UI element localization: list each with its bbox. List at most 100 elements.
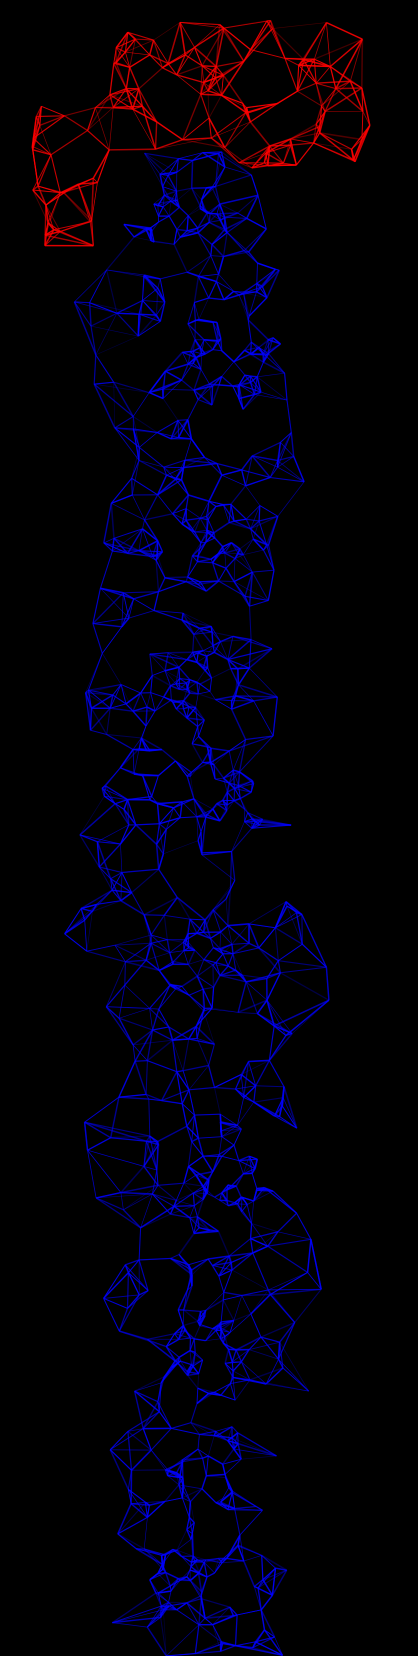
blue-cluster-edge xyxy=(186,653,194,661)
red-cluster-edge xyxy=(63,192,93,221)
blue-cluster-edge xyxy=(186,717,205,721)
blue-cluster-edge xyxy=(111,494,133,504)
blue-cluster-edge xyxy=(220,216,225,221)
red-cluster-edge xyxy=(361,87,371,126)
blue-cluster-edge xyxy=(138,300,143,315)
blue-cluster-edge xyxy=(277,442,281,468)
blue-cluster-edge xyxy=(230,1383,236,1401)
blue-cluster-edge xyxy=(278,960,327,968)
red-cluster-edge xyxy=(284,57,299,66)
red-cluster-edge xyxy=(313,142,352,150)
blue-cluster-edge xyxy=(195,1642,223,1655)
blue-cluster-edge xyxy=(162,175,169,187)
blue-cluster-edge xyxy=(223,1291,242,1297)
blue-cluster-edge xyxy=(255,1085,285,1088)
blue-cluster-edge xyxy=(138,460,164,468)
blue-cluster-edge xyxy=(206,212,210,223)
blue-cluster-edge xyxy=(133,591,159,600)
blue-cluster-edge xyxy=(173,236,181,245)
blue-cluster-edge xyxy=(165,1571,179,1580)
blue-cluster-edge xyxy=(218,274,234,292)
blue-cluster-edges xyxy=(64,151,330,1656)
blue-cluster-edge xyxy=(255,1060,270,1087)
blue-cluster-edge xyxy=(237,1101,255,1126)
blue-cluster-edge xyxy=(195,1007,213,1027)
blue-cluster-edge xyxy=(233,581,246,597)
blue-cluster-edge xyxy=(176,1200,195,1207)
blue-cluster-edge xyxy=(196,816,199,841)
blue-cluster-edge xyxy=(203,959,217,964)
blue-cluster-edge xyxy=(251,1223,279,1233)
blue-cluster-edge xyxy=(206,1473,226,1477)
blue-cluster-edge xyxy=(228,769,234,784)
blue-cluster-edge xyxy=(197,212,208,229)
red-cluster-edge xyxy=(36,106,42,117)
blue-cluster-edge xyxy=(250,1313,262,1338)
blue-cluster-edge xyxy=(123,223,135,238)
blue-cluster-edge xyxy=(178,1349,191,1358)
blue-cluster-edge xyxy=(260,1594,273,1611)
blue-cluster-edge xyxy=(103,1264,126,1299)
blue-cluster-edge xyxy=(265,1367,284,1385)
blue-cluster-edge xyxy=(168,206,180,217)
blue-cluster-edge xyxy=(237,1442,277,1457)
blue-cluster-edge xyxy=(232,385,240,399)
blue-cluster-edge xyxy=(144,513,173,521)
blue-cluster-edge xyxy=(231,1361,234,1378)
blue-cluster-edge xyxy=(138,447,165,468)
blue-cluster-edge xyxy=(179,682,187,690)
blue-cluster-edge xyxy=(119,749,134,769)
blue-cluster-edge xyxy=(242,554,253,573)
blue-cluster-edge xyxy=(197,1448,204,1459)
blue-cluster-edge xyxy=(196,932,211,939)
blue-cluster-edge xyxy=(217,342,223,351)
blue-cluster-edge xyxy=(245,485,261,506)
blue-cluster-edge xyxy=(214,153,220,187)
red-cluster-edge xyxy=(215,77,222,96)
blue-cluster-edge xyxy=(170,420,179,440)
blue-cluster-edge xyxy=(193,390,199,400)
blue-cluster-edge xyxy=(229,851,233,890)
blue-cluster-edge xyxy=(193,631,213,635)
red-cluster-edge xyxy=(91,182,98,221)
blue-cluster-edge xyxy=(210,762,215,766)
blue-cluster-edge xyxy=(186,1529,192,1540)
blue-cluster-edge xyxy=(196,1038,215,1045)
blue-cluster-edge xyxy=(266,270,280,298)
blue-cluster-edge xyxy=(187,576,207,592)
blue-cluster-edge xyxy=(161,1099,183,1105)
red-cluster-edge xyxy=(32,185,39,191)
blue-cluster-edge xyxy=(231,700,254,710)
blue-cluster-edge xyxy=(186,1529,193,1534)
blue-cluster-edge xyxy=(117,1533,137,1550)
blue-cluster-edge xyxy=(89,708,93,731)
blue-cluster-edge xyxy=(120,1192,124,1210)
blue-cluster-edge xyxy=(272,696,278,736)
blue-cluster-edge xyxy=(196,1388,199,1404)
blue-cluster-edge xyxy=(196,1392,210,1405)
blue-cluster-edge xyxy=(132,416,140,448)
blue-cluster-edge xyxy=(203,1179,210,1190)
blue-cluster-edge xyxy=(152,1193,175,1207)
blue-cluster-edge xyxy=(210,626,214,646)
blue-cluster-edge xyxy=(105,785,116,804)
blue-cluster-edge xyxy=(232,1349,250,1363)
blue-cluster-edge xyxy=(145,1093,162,1102)
blue-cluster-edge xyxy=(189,918,198,934)
blue-cluster-edge xyxy=(164,351,183,372)
blue-cluster-edge xyxy=(230,851,236,881)
blue-cluster-edge xyxy=(258,347,264,355)
blue-cluster-edge xyxy=(201,1488,217,1504)
blue-cluster-edge xyxy=(196,681,211,692)
blue-cluster-edge xyxy=(103,542,140,552)
blue-cluster-edge xyxy=(145,227,151,229)
blue-cluster-edge xyxy=(86,950,126,963)
blue-cluster-edge xyxy=(123,808,137,826)
blue-cluster-edge xyxy=(148,379,182,394)
blue-cluster-edge xyxy=(151,934,168,940)
blue-cluster-edge xyxy=(187,561,198,578)
blue-cluster-edge xyxy=(239,538,254,550)
blue-cluster-edge xyxy=(244,571,254,597)
red-cluster-edge xyxy=(201,65,204,83)
blue-cluster-edge xyxy=(214,186,221,205)
